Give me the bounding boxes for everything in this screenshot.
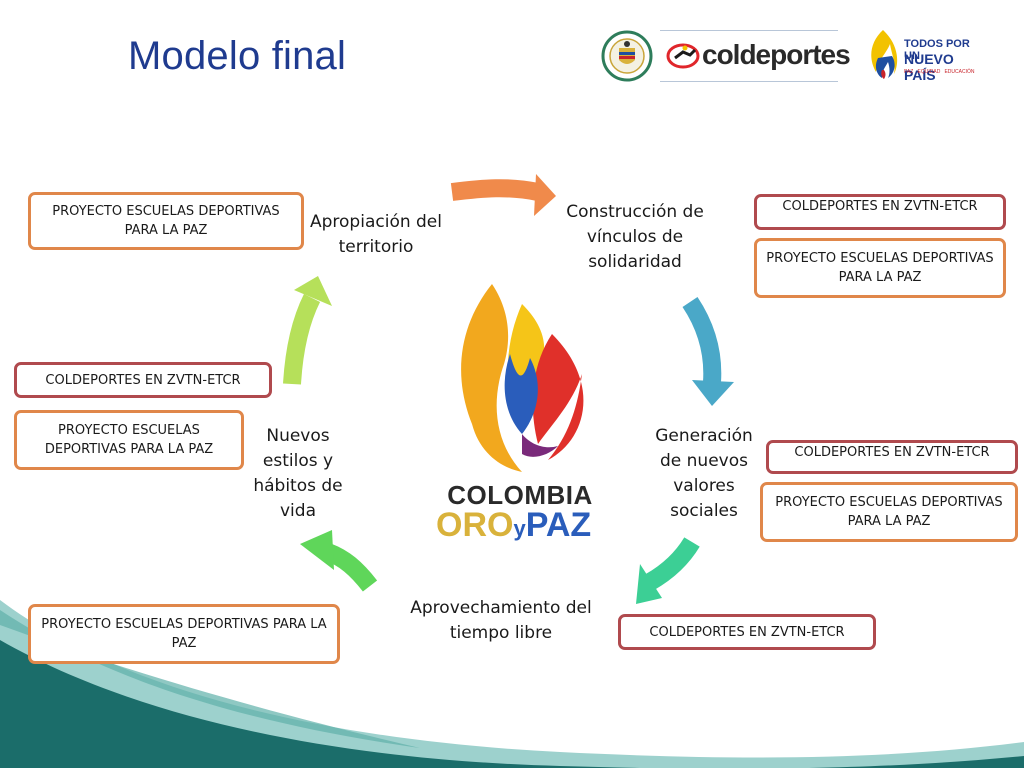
center-logo-paz: PAZ bbox=[525, 506, 592, 544]
flag-flame-icon bbox=[871, 30, 898, 79]
coldeportes-wordmark: coldeportes bbox=[702, 39, 851, 70]
box-coldeportes-nuevos: COLDEPORTES EN ZVTN-ETCR bbox=[14, 362, 272, 398]
arrow-lime bbox=[283, 276, 332, 385]
arrow-blue bbox=[682, 297, 734, 406]
colombia-oro-y-paz-logo: COLOMBIA OROyPAZ bbox=[430, 284, 610, 546]
gov-logo-line2: NUEVO PAÍS bbox=[904, 51, 954, 83]
box-proyecto-apropiacion: PROYECTO ESCUELAS DEPORTIVAS PARA LA PAZ bbox=[28, 192, 304, 250]
box-proyecto-aprovechamiento: PROYECTO ESCUELAS DEPORTIVAS PARA LA PAZ bbox=[28, 604, 340, 664]
center-logo-oro: ORO bbox=[436, 506, 514, 544]
box-coldeportes-aprovechamiento: COLDEPORTES EN ZVTN-ETCR bbox=[618, 614, 876, 650]
coldeportes-logo: coldeportes bbox=[660, 30, 851, 82]
center-logo-colombia: COLOMBIA bbox=[447, 480, 593, 510]
arrow-orange bbox=[450, 174, 556, 216]
box-coldeportes-construccion: COLDEPORTES EN ZVTN-ETCR bbox=[754, 194, 1006, 230]
box-proyecto-generacion: PROYECTO ESCUELAS DEPORTIVAS PARA LA PAZ bbox=[760, 482, 1018, 542]
page-title: Modelo final bbox=[128, 34, 347, 78]
arrow-green bbox=[300, 530, 378, 592]
stage-aprovechamiento: Aprovechamiento del tiempo libre bbox=[410, 598, 592, 643]
coldeportes-runner-icon bbox=[666, 43, 700, 69]
stage-construccion: Construcción de vínculos de solidaridad bbox=[566, 202, 704, 272]
stage-generacion: Generación de nuevos valores sociales bbox=[655, 426, 753, 521]
flame-icon bbox=[461, 284, 584, 472]
gov-logo-line3: PAZ EQUIDAD EDUCACIÓN bbox=[904, 69, 975, 75]
stage-nuevos-estilos: Nuevos estilos y hábitos de vida bbox=[253, 426, 343, 521]
todos-por-un-nuevo-pais-logo: TODOS POR UN NUEVO PAÍS PAZ EQUIDAD EDUC… bbox=[866, 28, 986, 83]
center-logo-oro-y-paz: OROyPAZ bbox=[436, 506, 612, 545]
gov-logo-line1: TODOS POR UN bbox=[904, 38, 970, 62]
box-proyecto-nuevos: PROYECTO ESCUELAS DEPORTIVAS PARA LA PAZ bbox=[14, 410, 244, 470]
box-proyecto-construccion: PROYECTO ESCUELAS DEPORTIVAS PARA LA PAZ bbox=[754, 238, 1006, 298]
colombia-seal-logo bbox=[601, 30, 653, 82]
box-coldeportes-generacion: COLDEPORTES EN ZVTN-ETCR bbox=[766, 440, 1018, 474]
arrow-teal bbox=[636, 537, 700, 604]
stage-apropiacion: Apropiación del territorio bbox=[310, 212, 442, 257]
center-logo-y: y bbox=[513, 516, 526, 541]
